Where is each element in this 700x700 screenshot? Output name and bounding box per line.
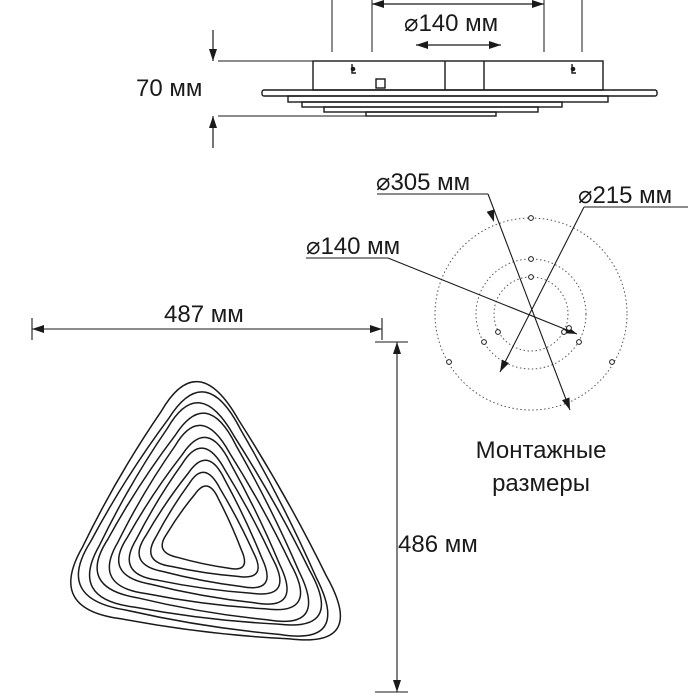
mounting-diagram (434, 217, 628, 411)
mount-holes (446, 215, 615, 365)
diameter-215-line (499, 206, 585, 373)
mounting-caption-line1: Монтажные (476, 437, 607, 464)
lamp-ring-5 (108, 424, 302, 611)
lamp-ring-7 (128, 447, 281, 595)
mount-140-label: ⌀140 мм (306, 233, 400, 260)
mount-circle-305 (434, 217, 628, 411)
top-view-dimensions (31, 318, 408, 693)
side-height-label: 70 мм (136, 75, 202, 102)
diameter-140-line (387, 257, 578, 335)
lamp-ring-4 (96, 412, 310, 623)
side-view (209, 0, 658, 148)
mount-305-label: ⌀305 мм (376, 169, 470, 196)
mounting-caption-line2: размеры (492, 470, 590, 497)
mount-circle-140 (493, 276, 569, 352)
top-height-label: 486 мм (398, 531, 478, 558)
side-diameter-label: ⌀140 мм (404, 10, 498, 37)
lamp-ring-8 (138, 459, 268, 589)
diameter-305-line (487, 193, 571, 411)
lamp-ring-6 (117, 436, 288, 605)
mount-215-label: ⌀215 мм (578, 182, 672, 209)
lamp-ring-2 (77, 391, 329, 637)
mount-circle-215 (475, 258, 587, 370)
lamp-panel-top (261, 89, 658, 97)
mounting-base (312, 60, 604, 91)
lamp-top-view-rings (70, 380, 342, 641)
lamp-ring-10 (161, 485, 246, 570)
lamp-ring-9 (150, 471, 259, 578)
lamp-ring-1 (70, 380, 342, 641)
lamp-ring-3 (88, 402, 323, 626)
top-width-label: 487 мм (164, 301, 244, 328)
